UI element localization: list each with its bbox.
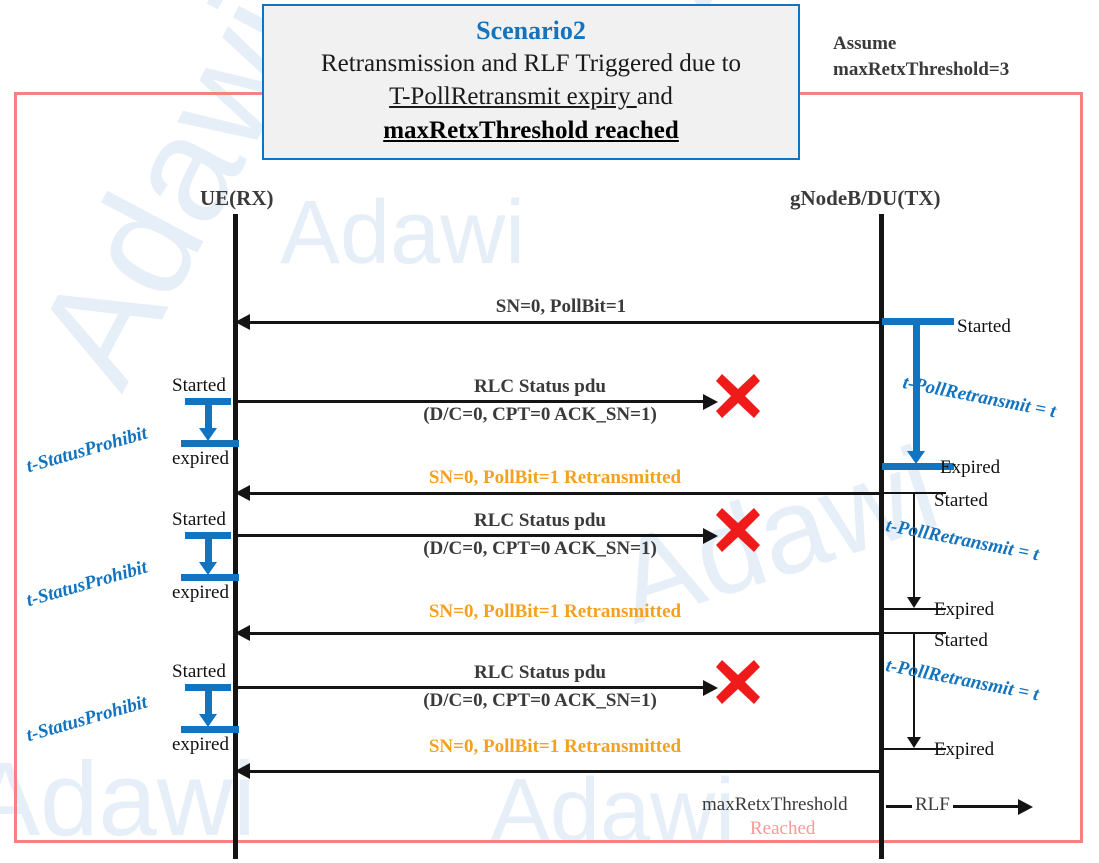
timer-status-prohibit-3-started-label: Started — [172, 661, 226, 682]
timer-poll-retransmit-3-expire-cap — [884, 748, 946, 750]
message-arrow-poll-initial — [244, 321, 882, 324]
message-label-retransmitted-3: SN=0, PollBit=1 Retransmitted — [428, 736, 682, 757]
timer-poll-retransmit-1-start-cap — [882, 318, 954, 325]
message-label-status-pdu-2: RLC Status pdu — [395, 510, 685, 532]
message-label-status-pdu-2-sub: (D/C=0, CPT=0 ACK_SN=1) — [395, 538, 685, 560]
timer-poll-retransmit-3-start-cap — [884, 632, 946, 634]
timer-status-prohibit-1-expire-cap — [181, 440, 239, 447]
scenario-title-box: Scenario2 Retransmission and RLF Trigger… — [262, 4, 800, 160]
status-pdu-line2: (D/C=0, CPT=0 ACK_SN=1) — [423, 538, 657, 559]
scenario-subtitle-line1: Retransmission and RLF Triggered due to — [320, 50, 742, 77]
arrow-head-left — [235, 625, 250, 641]
x-mark-icon — [716, 374, 760, 418]
watermark-adawi: Adawi — [280, 183, 526, 283]
message-arrow-retransmitted-2 — [244, 632, 882, 635]
message-arrow-retransmitted-1 — [244, 492, 882, 495]
scenario-subtitle-line3: maxRetxThreshold reached — [383, 117, 679, 144]
rlf-label: RLF — [912, 794, 953, 816]
message-label-retransmitted-2: SN=0, PollBit=1 Retransmitted — [428, 601, 682, 622]
watermark-adawi: Adawi — [0, 741, 256, 858]
timer-status-prohibit-2-started-label: Started — [172, 509, 226, 530]
lifeline-label-gnb: gNodeB/DU(TX) — [790, 186, 941, 210]
timer-poll-retransmit-2-started-label: Started — [934, 490, 988, 511]
timer-status-prohibit-2-expired-label: expired — [172, 582, 229, 603]
timer-status-prohibit-2-arrowhead — [199, 562, 217, 575]
status-pdu-line1: RLC Status pdu — [474, 510, 606, 531]
watermark-adawi: Adawi — [490, 761, 736, 861]
timer-status-prohibit-2-expire-cap — [181, 574, 239, 581]
timer-poll-retransmit-3-arrowhead — [907, 737, 921, 748]
arrow-head-left — [235, 485, 250, 501]
status-pdu-line1: RLC Status pdu — [474, 662, 606, 683]
message-label-status-pdu-1: RLC Status pdu — [395, 376, 685, 398]
timer-status-prohibit-1-started-label: Started — [172, 375, 226, 396]
timer-status-prohibit-1-expired-label: expired — [172, 448, 229, 469]
timer-poll-retransmit-2-start-cap — [884, 492, 946, 494]
timer-status-prohibit-1-arrowhead — [199, 428, 217, 441]
timer-poll-retransmit-1-started-label: Started — [957, 316, 1011, 337]
arrow-head-right — [1018, 799, 1033, 815]
timer-status-prohibit-3-start-cap — [185, 684, 231, 691]
timer-poll-retransmit-2-expire-cap — [884, 608, 946, 610]
timer-status-prohibit-3-stem — [205, 691, 212, 716]
status-pdu-line1: RLC Status pdu — [474, 376, 606, 397]
max-retx-threshold-value: maxRetxThreshold=3 — [833, 59, 1010, 80]
status-pdu-line2: (D/C=0, CPT=0 ACK_SN=1) — [423, 404, 657, 425]
status-pdu-line2: (D/C=0, CPT=0 ACK_SN=1) — [423, 690, 657, 711]
arrow-head-right — [703, 680, 718, 696]
timer-poll-retransmit-1-expired-label: Expired — [940, 457, 1001, 478]
arrow-head-left — [235, 314, 250, 330]
x-mark-icon — [716, 660, 760, 704]
assume-label: Assume — [833, 33, 897, 54]
timer-poll-retransmit-3-expired-label: Expired — [934, 739, 995, 760]
rlf-arrow-line — [886, 805, 1026, 808]
lifeline-gnb — [879, 214, 884, 859]
poll-retransmit-underlined: T-PollRetransmit expiry — [389, 83, 637, 110]
max-retx-threshold-reached: Reached — [750, 818, 816, 839]
timer-poll-retransmit-1-expire-cap — [882, 463, 954, 470]
timer-status-prohibit-2-start-cap — [185, 532, 231, 539]
timer-poll-retransmit-2-stem — [913, 493, 915, 597]
max-retx-threshold-note: maxRetxThreshold — [702, 794, 848, 815]
and-word: and — [636, 83, 673, 110]
timer-poll-retransmit-1-stem — [913, 325, 920, 451]
timer-status-prohibit-1-start-cap — [185, 398, 231, 405]
timer-status-prohibit-2-stem — [205, 539, 212, 564]
timer-status-prohibit-3-expire-cap — [181, 726, 239, 733]
timer-poll-retransmit-1-arrowhead — [907, 451, 925, 464]
message-label-status-pdu-3: RLC Status pdu — [395, 662, 685, 684]
timer-poll-retransmit-3-stem — [913, 633, 915, 737]
message-label-poll-initial: SN=0, PollBit=1 — [495, 296, 627, 317]
message-label-status-pdu-1-sub: (D/C=0, CPT=0 ACK_SN=1) — [395, 404, 685, 426]
x-mark-icon — [716, 508, 760, 552]
timer-poll-retransmit-2-arrowhead — [907, 597, 921, 608]
message-arrow-retransmitted-3 — [244, 770, 882, 773]
assume-note: Assume maxRetxThreshold=3 — [833, 31, 1009, 83]
message-arrow-status-pdu-1 — [235, 400, 705, 403]
scenario-title: Scenario2 — [476, 16, 586, 45]
timer-status-prohibit-1-stem — [205, 405, 212, 430]
arrow-head-right — [703, 528, 718, 544]
message-arrow-status-pdu-3 — [235, 686, 705, 689]
timer-poll-retransmit-2-expired-label: Expired — [934, 599, 995, 620]
arrow-head-right — [703, 394, 718, 410]
timer-status-prohibit-3-arrowhead — [199, 714, 217, 727]
scenario-subtitle-line2: T-PollRetransmit expiry and — [264, 80, 798, 113]
message-label-status-pdu-3-sub: (D/C=0, CPT=0 ACK_SN=1) — [395, 690, 685, 712]
message-label-retransmitted-1: SN=0, PollBit=1 Retransmitted — [428, 467, 682, 488]
timer-poll-retransmit-3-started-label: Started — [934, 630, 988, 651]
arrow-head-left — [235, 763, 250, 779]
message-arrow-status-pdu-2 — [235, 534, 705, 537]
lifeline-label-ue: UE(RX) — [200, 186, 274, 210]
timer-status-prohibit-3-expired-label: expired — [172, 734, 229, 755]
